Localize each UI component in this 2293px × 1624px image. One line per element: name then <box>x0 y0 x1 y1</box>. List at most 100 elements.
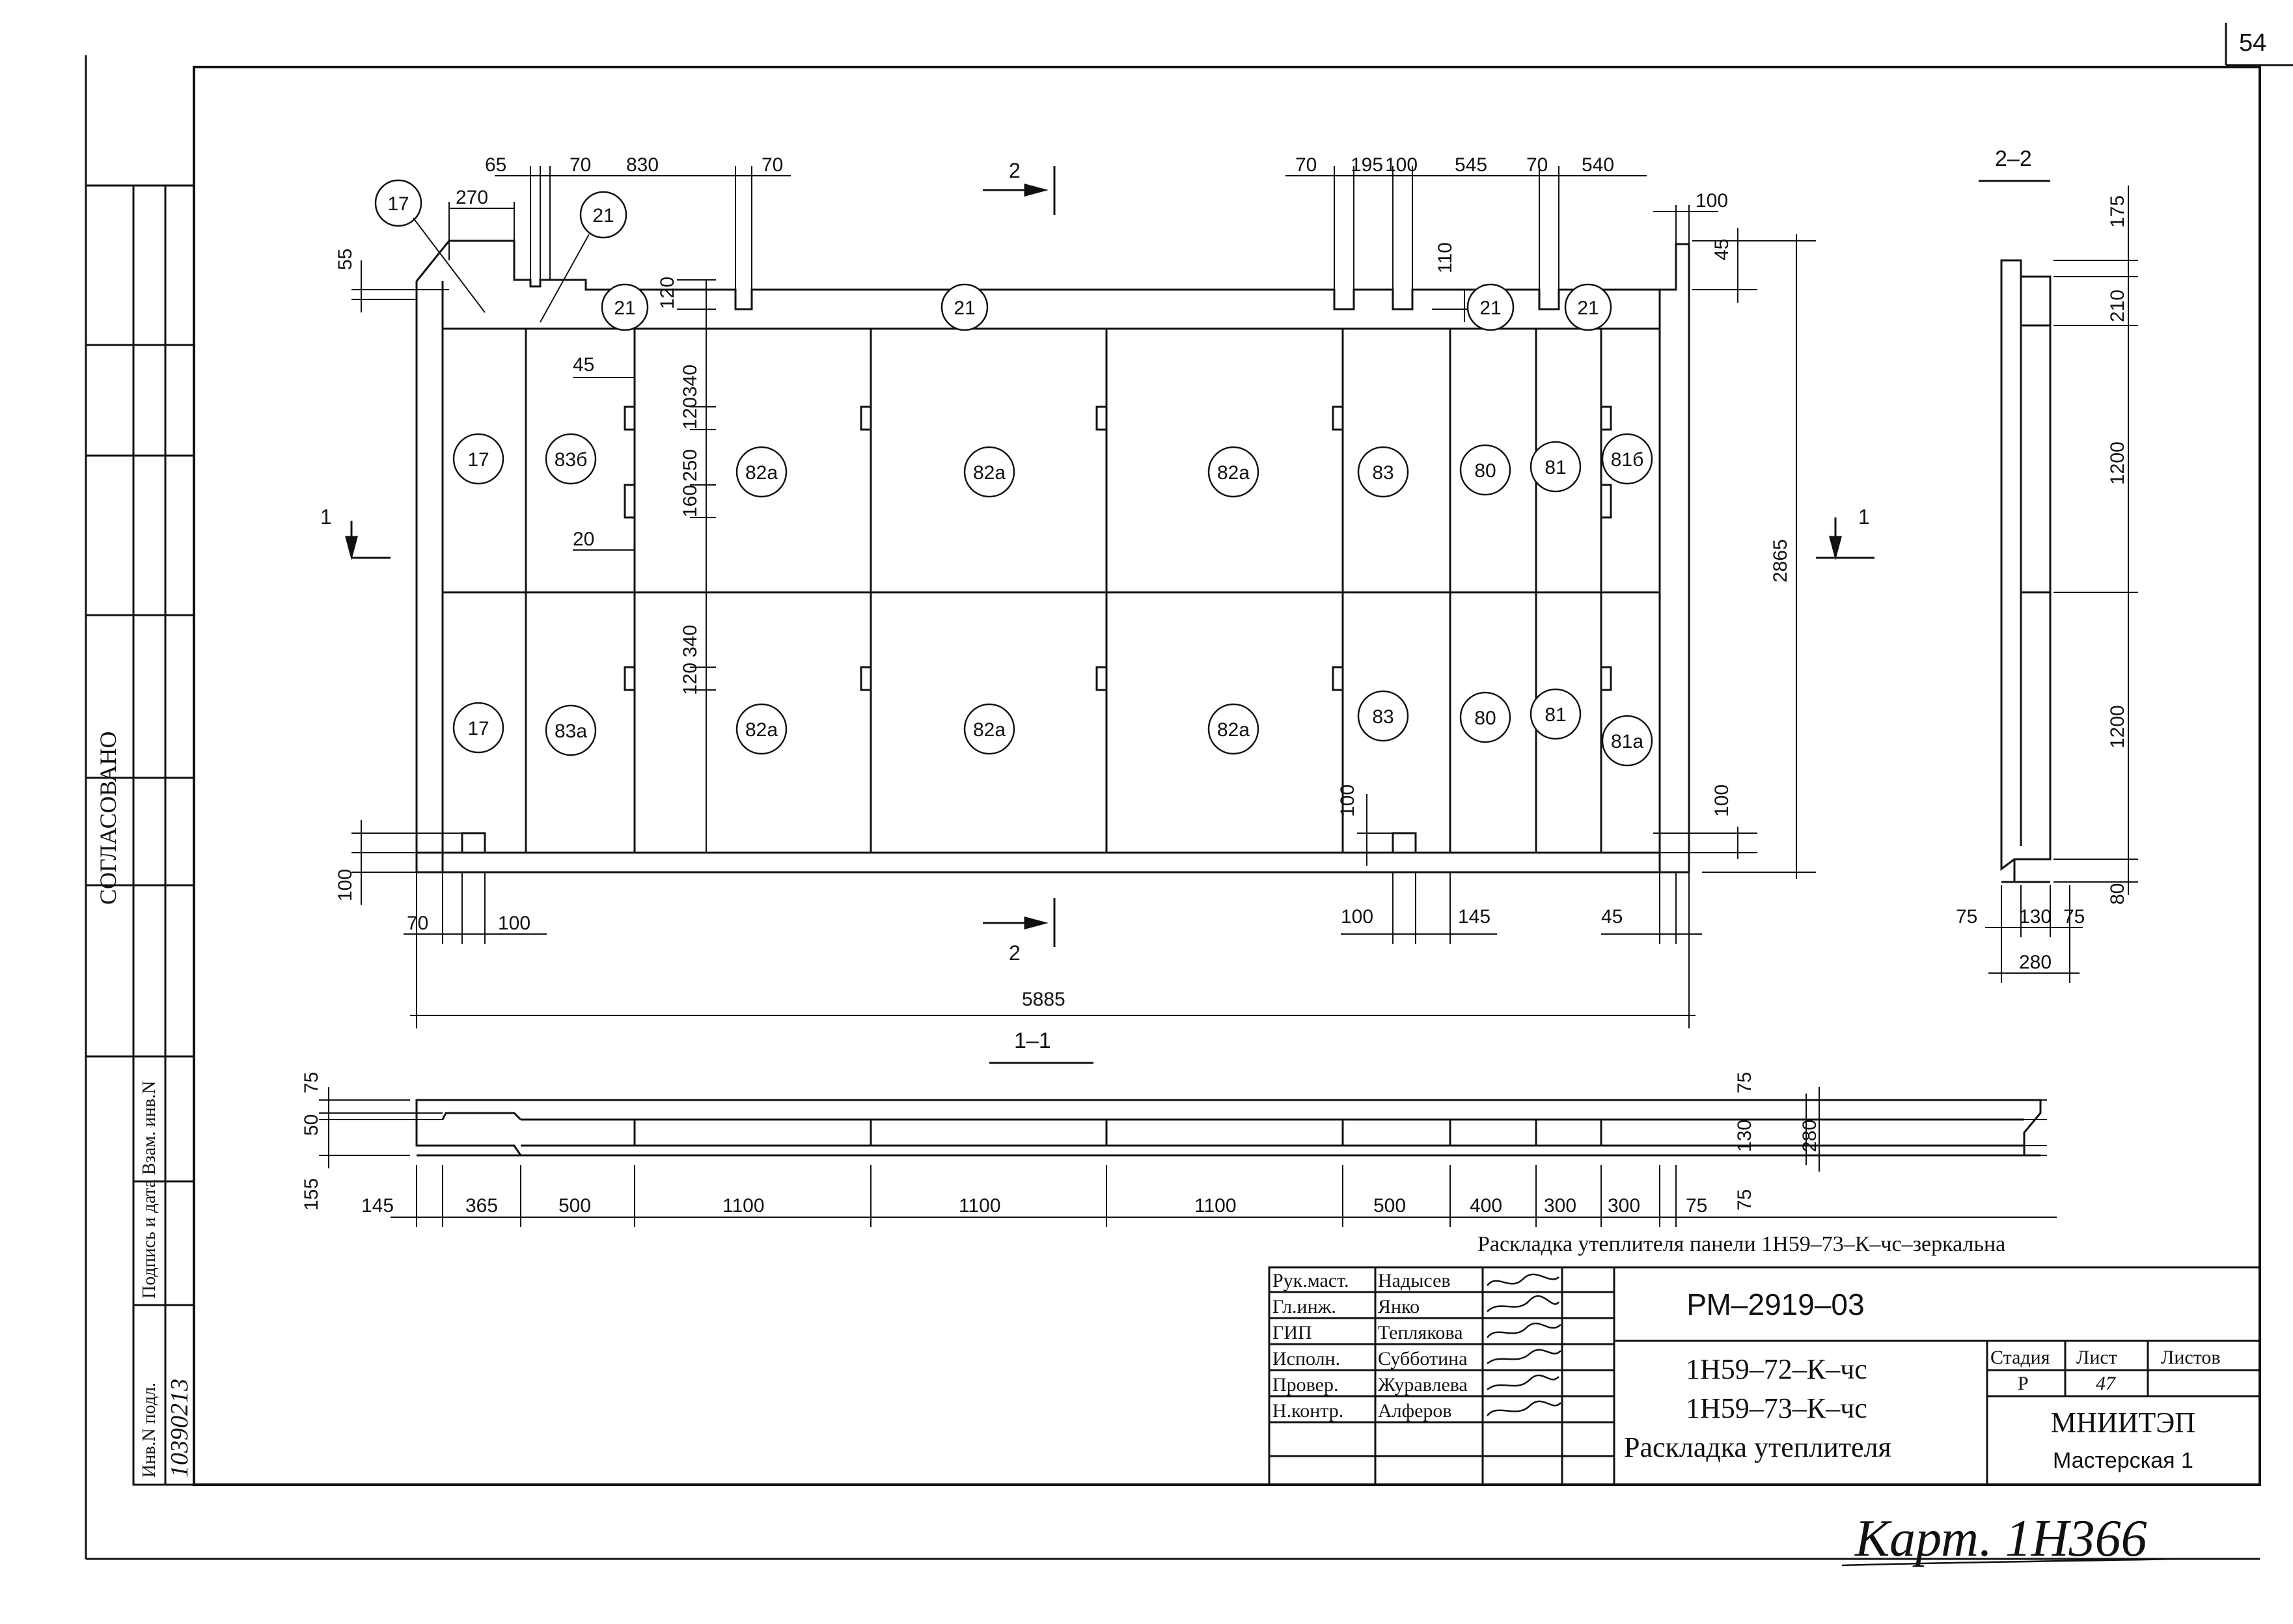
workshop-name: Мастерская 1 <box>2053 1448 2193 1473</box>
archive-note: Карт. 1Н366 <box>1854 1510 2147 1567</box>
role-3: ГИП <box>1272 1322 1312 1343</box>
dim-45-bottom: 45 <box>1601 906 1623 928</box>
dim-5885: 5885 <box>1022 989 1065 1010</box>
dim-70-bottom: 70 <box>407 913 428 934</box>
org-name: МНИИТЭП <box>2051 1407 2195 1438</box>
dim-110: 110 <box>1435 242 1456 273</box>
mark-lower-17: 17 <box>467 718 489 739</box>
mark-lower-82a-2: 82а <box>973 719 1006 741</box>
role-6: Н.контр. <box>1272 1400 1343 1422</box>
dim-45-right: 45 <box>1711 239 1733 260</box>
dim-340-lower: 340 <box>680 625 701 657</box>
dim-65: 65 <box>485 154 506 176</box>
role-1: Рук.маст. <box>1272 1270 1349 1291</box>
mark-lower-83: 83 <box>1372 706 1394 728</box>
mark-leaders <box>413 217 590 323</box>
section-1-1-title: 1–1 <box>1014 1028 1051 1053</box>
s22-dim-1200-upper: 1200 <box>2107 441 2128 485</box>
name-3: Теплякова <box>1378 1322 1462 1343</box>
section-1-1-dimension-lines <box>319 1087 2057 1227</box>
s11-dim-300a: 300 <box>1544 1195 1576 1217</box>
archive-note-underline <box>1841 1558 2181 1567</box>
name-6: Алферов <box>1378 1400 1452 1422</box>
dim-100-bottom-left: 100 <box>498 913 530 934</box>
section-2-2-dimension-lines <box>1985 186 2138 983</box>
section-2-2-view <box>2000 259 2052 883</box>
mark-lower-83a: 83а <box>555 721 587 742</box>
dim-100-right-bottom: 100 <box>1711 784 1733 817</box>
s22-dim-280: 280 <box>2019 952 2052 973</box>
mark-top-21d: 21 <box>1479 297 1501 319</box>
stamp-label-signature-date: Подпись и дата <box>139 1179 159 1299</box>
element-marks <box>374 179 1653 767</box>
element-mark-labels: 17 21 21 21 21 21 17 83б 82а 82а 82а 83 … <box>387 193 1643 752</box>
plan-dimension-texts: 65 70 830 70 70 195 100 545 70 540 270 1… <box>335 154 1791 1010</box>
dim-70b: 70 <box>762 154 783 176</box>
sheet-label: Лист <box>2076 1347 2117 1368</box>
dim-340-upper: 340 <box>680 365 701 397</box>
name-2: Янко <box>1378 1296 1420 1317</box>
s11-dim-75-left: 75 <box>301 1072 322 1094</box>
mark-lower-82a-1: 82а <box>745 719 778 741</box>
section-1-1-view <box>415 1099 2042 1157</box>
s11-dim-155: 155 <box>301 1178 322 1211</box>
s22-dim-75-right: 75 <box>2063 906 2085 928</box>
section-marker-1-left: 1 <box>320 505 332 529</box>
s11-dim-280: 280 <box>1799 1120 1820 1152</box>
s11-dim-300b: 300 <box>1608 1195 1640 1217</box>
title-line-1: 1Н59–72–К–чс <box>1686 1353 1867 1385</box>
s22-dim-175: 175 <box>2107 195 2128 228</box>
title-line-2: 1Н59–73–К–чс <box>1686 1392 1867 1424</box>
sheet-number-box: 54 <box>2225 23 2293 66</box>
dim-70c: 70 <box>1295 154 1317 176</box>
dim-120-top: 120 <box>657 277 678 309</box>
dim-100-bottom-mid: 100 <box>1337 784 1358 817</box>
soglasovano-label: СОГЛАСОВАНО <box>95 732 121 905</box>
dim-120-lower: 120 <box>680 663 701 695</box>
s11-dim-130: 130 <box>1734 1120 1755 1152</box>
title-block-signatures <box>1487 1273 1561 1416</box>
mark-upper-81: 81 <box>1545 457 1566 478</box>
inventory-number-handwritten: 10390213 <box>166 1379 193 1478</box>
s11-dim-500b: 500 <box>1373 1195 1406 1217</box>
dim-160: 160 <box>680 485 701 517</box>
dim-100-left-bottom: 100 <box>335 869 356 901</box>
mark-top-21e: 21 <box>1577 297 1599 319</box>
sheets-label: Листов <box>2161 1347 2221 1368</box>
dim-55: 55 <box>335 249 356 270</box>
section-1-1-dimension-texts: 75 50 155 75 130 75 280 145 365 500 1100… <box>301 1072 1820 1217</box>
section-2-2-dimension-texts: 175 210 1200 1200 80 75 130 75 280 <box>1956 195 2128 973</box>
title-block <box>1268 1266 2261 1486</box>
dim-195: 195 <box>1351 154 1383 176</box>
section-marker-2-bottom: 2 <box>1009 941 1021 965</box>
mark-upper-82a-3: 82а <box>1217 462 1250 484</box>
section-markers <box>345 166 1874 947</box>
panel-plan <box>415 240 1690 874</box>
section-marker-1-right: 1 <box>1858 505 1870 529</box>
mark-top-21a: 21 <box>592 205 614 227</box>
s11-dim-365: 365 <box>465 1195 498 1217</box>
mark-lower-81a: 81а <box>1611 731 1643 752</box>
s11-dim-75-right-top: 75 <box>1734 1072 1755 1094</box>
section-marker-2-top: 2 <box>1009 159 1021 182</box>
title-block-roles: Рук.маст. Гл.инж. ГИП Исполн. Провер. Н.… <box>1272 1270 1468 1422</box>
sheet-value: 47 <box>2096 1373 2117 1394</box>
dim-830: 830 <box>626 154 659 176</box>
mark-upper-83b: 83б <box>555 449 588 471</box>
s11-dim-75-bottom: 75 <box>1686 1195 1707 1217</box>
s22-dim-80: 80 <box>2107 883 2128 905</box>
name-1: Надысев <box>1378 1270 1451 1291</box>
s22-dim-130: 130 <box>2019 906 2052 928</box>
dim-545: 545 <box>1455 154 1487 176</box>
s11-dim-50: 50 <box>301 1114 322 1136</box>
dim-100-right: 100 <box>1696 190 1728 212</box>
s22-dim-210: 210 <box>2107 290 2128 322</box>
s11-dim-1100a: 1100 <box>722 1195 765 1217</box>
name-4: Субботина <box>1378 1348 1468 1369</box>
stamp-label-inv-orig: Инв.N подл. <box>139 1383 159 1478</box>
mark-lower-80: 80 <box>1474 708 1496 729</box>
s11-dim-1100b: 1100 <box>959 1195 1001 1217</box>
dim-100-bottom-right: 100 <box>1341 906 1373 928</box>
dim-70a: 70 <box>570 154 591 176</box>
